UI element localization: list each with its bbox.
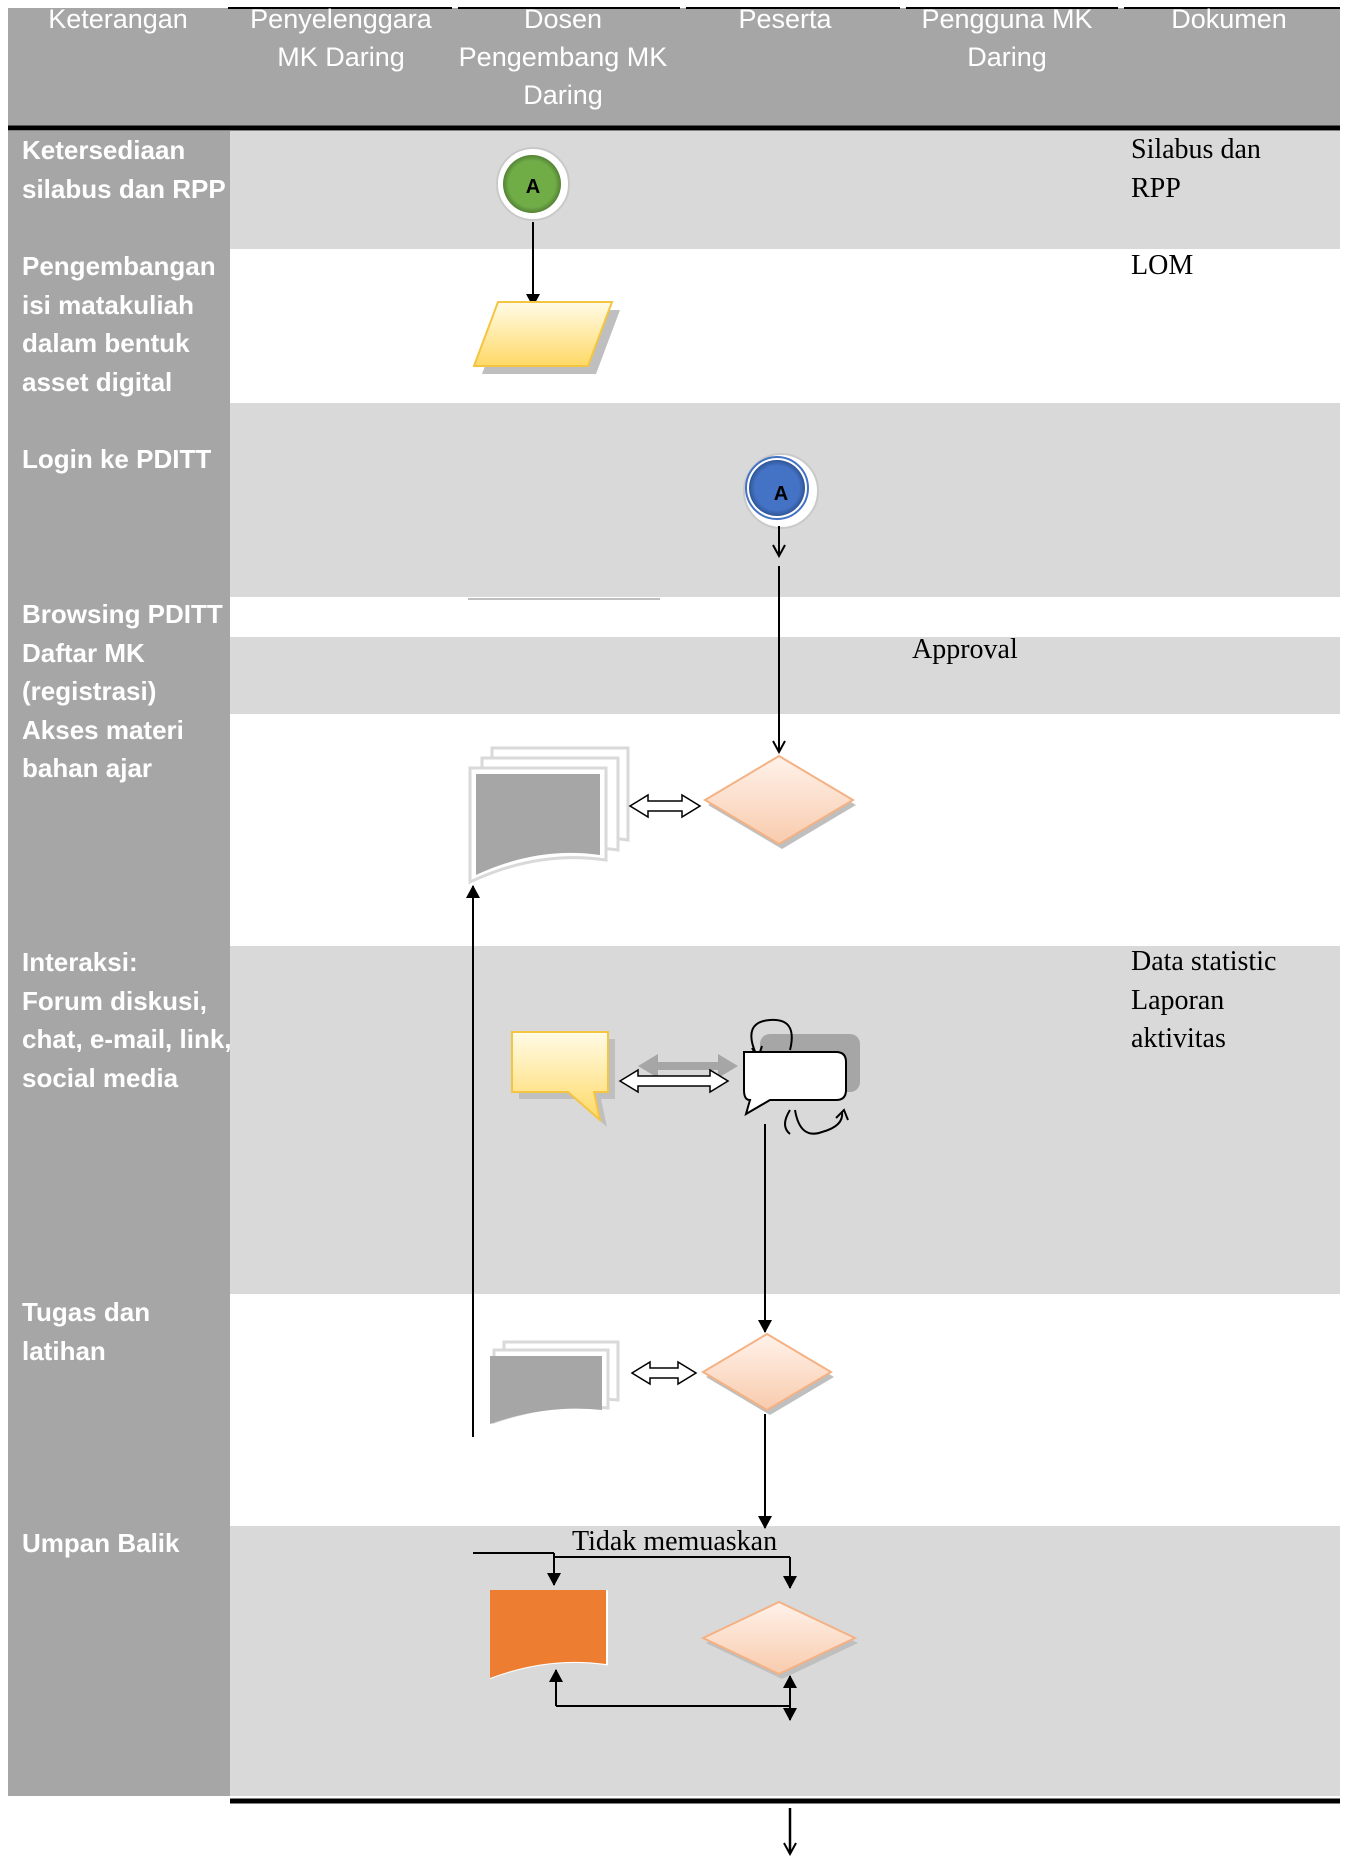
row-label-umpan: Umpan Balik bbox=[22, 1528, 180, 1558]
row-label-login: Login ke PDITT bbox=[22, 444, 212, 474]
column-header-keterangan: Keterangan bbox=[48, 4, 188, 34]
chat-cycle-icon bbox=[743, 1018, 860, 1135]
column-header-pengguna: Pengguna MK Daring bbox=[921, 4, 1093, 72]
document-statistik: Data statistic Laporan aktivitas bbox=[1131, 946, 1277, 1054]
row-label-ketersediaan: Ketersediaan silabus dan RPP bbox=[22, 135, 226, 204]
document-icon bbox=[486, 1586, 612, 1685]
connector-a-green-icon: A bbox=[496, 147, 570, 221]
decision-diamond-icon bbox=[701, 1332, 834, 1415]
connector-a-blue-icon: A bbox=[743, 453, 819, 529]
document-silabus: Silabus dan RPP bbox=[1131, 134, 1261, 204]
parallelogram-data-icon bbox=[472, 301, 620, 374]
decision-diamond-icon bbox=[700, 1600, 858, 1679]
multi-document-icon bbox=[468, 746, 630, 885]
band-ketersediaan bbox=[230, 131, 1340, 249]
left-label-column bbox=[8, 131, 230, 1796]
bidirectional-arrow-icon bbox=[630, 1360, 698, 1386]
bidirectional-arrow-icon bbox=[628, 793, 702, 819]
svg-text:A: A bbox=[774, 483, 788, 505]
speech-callout-icon bbox=[511, 1031, 615, 1127]
tidak-memuaskan-label: Tidak memuaskan bbox=[572, 1526, 778, 1557]
document-lom: LOM bbox=[1131, 250, 1194, 281]
svg-text:A: A bbox=[526, 176, 540, 198]
header-band bbox=[8, 8, 1340, 126]
approval-label: Approval bbox=[912, 634, 1018, 665]
column-header-penyelenggara: Penyelenggara MK Daring bbox=[250, 4, 432, 72]
decision-diamond-icon bbox=[703, 754, 856, 849]
column-header-peserta: Peserta bbox=[738, 4, 832, 34]
row-label-interaksi: Interaksi: Forum diskusi, chat, e-mail, … bbox=[22, 947, 232, 1093]
multi-document-icon bbox=[490, 1340, 620, 1425]
band-daftar bbox=[230, 637, 1340, 714]
column-header-dosen: Dosen Pengembang MK Daring bbox=[458, 4, 668, 110]
column-header-dokumen: Dokumen bbox=[1171, 4, 1287, 34]
row-label-pengembangan: Pengembangan isi matakuliah dalam bentuk… bbox=[22, 251, 216, 397]
bidirectional-arrow-icon bbox=[618, 1068, 730, 1094]
row-label-browsing: Browsing PDITT Daftar MK (registrasi) Ak… bbox=[22, 599, 223, 783]
row-label-tugas: Tugas dan latihan bbox=[22, 1297, 151, 1366]
